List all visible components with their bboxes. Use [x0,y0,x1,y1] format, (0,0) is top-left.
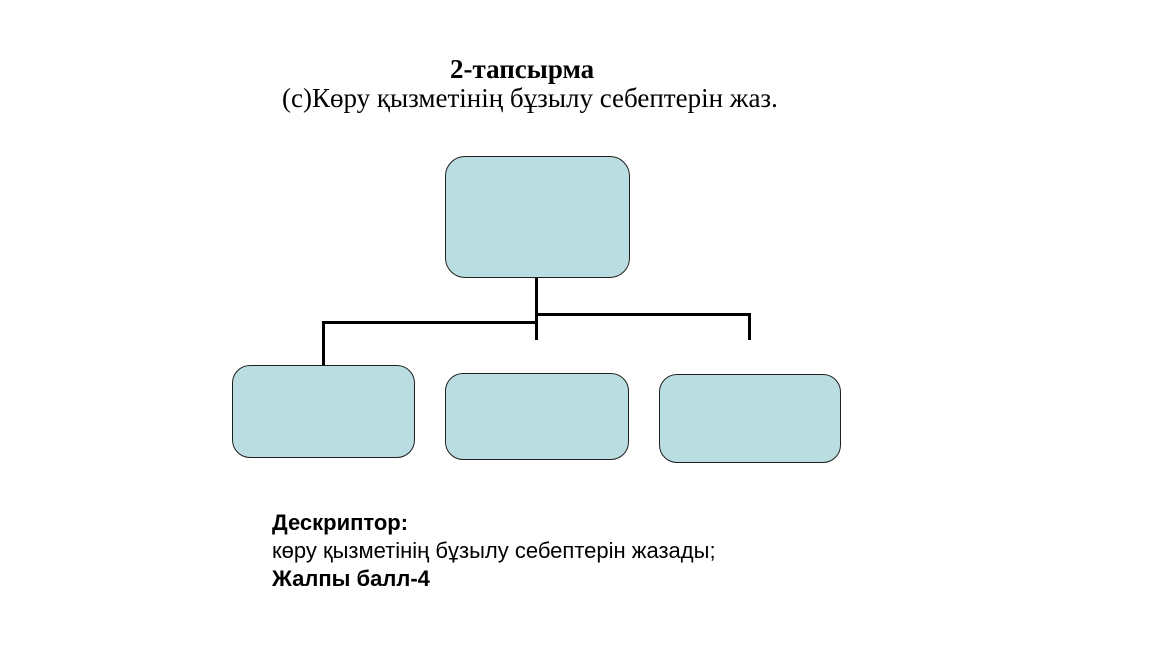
descriptor-heading: Дескриптор: [272,510,409,535]
diagram-node-child-1 [232,365,415,458]
diagram-node-root [445,156,630,278]
descriptor-total: Жалпы балл-4 [272,566,430,591]
connector-right-stub [748,313,751,340]
page-subtitle: (с)Көру қызметінің бұзылу себептерін жаз… [282,83,778,113]
connector-right-branch [535,313,751,316]
descriptor-criteria: көру қызметінің бұзылу себептерін жазады… [272,538,716,563]
diagram-node-child-3 [659,374,841,463]
connector-left-drop [322,321,325,366]
diagram-node-child-2 [445,373,629,460]
page-title: 2-тапсырма [450,54,595,84]
connector-root-stem [535,278,538,340]
descriptor-block: Дескриптор: көру қызметінің бұзылу себеп… [272,509,716,593]
connector-left-branch [322,321,538,324]
